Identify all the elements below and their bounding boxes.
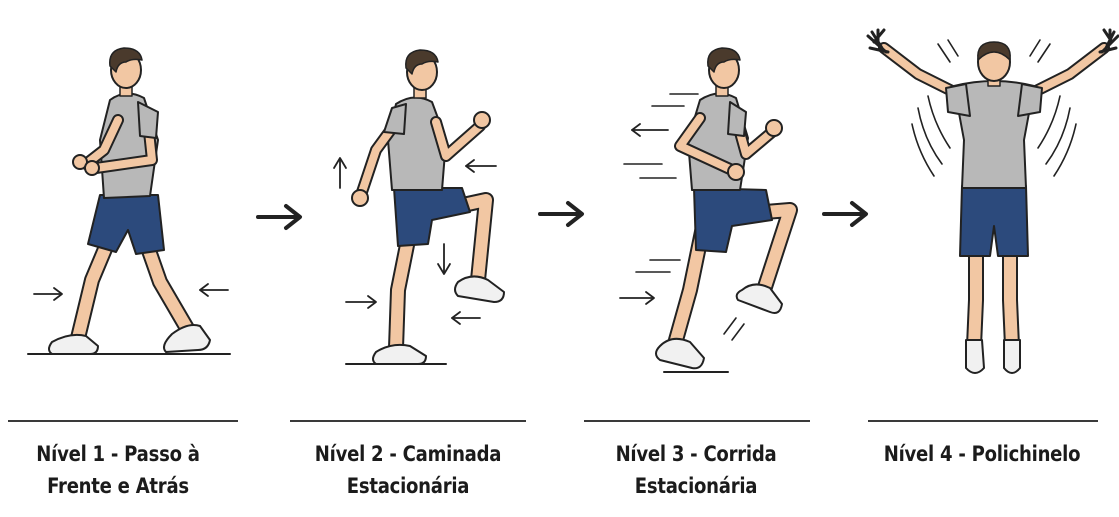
caption-level-3-line-1: Nível 3 - Corrida <box>584 438 808 470</box>
caption-level-4-line-1: Nível 4 - Polichinelo <box>870 438 1094 470</box>
caption-level-2-line-1: Nível 2 - Caminada <box>296 438 520 470</box>
arrow-left-icon <box>632 124 668 136</box>
arrow-left-icon <box>452 312 480 324</box>
figure-level-4-jumping-jack <box>868 30 1118 373</box>
caption-level-2: Nível 2 - Caminada Estacionária <box>296 438 520 502</box>
progression-arrow-icon <box>258 206 300 228</box>
progression-arrow-icon <box>540 203 582 225</box>
figure-level-2-marching <box>334 50 504 364</box>
figure-level-3-running <box>620 48 790 372</box>
arrow-left-icon <box>466 160 496 172</box>
caption-level-1-line-1: Nível 1 - Passo à <box>6 438 230 470</box>
arrow-right-icon <box>620 292 654 304</box>
caption-level-1-line-2: Frente e Atrás <box>6 470 230 502</box>
caption-level-3: Nível 3 - Corrida Estacionária <box>584 438 808 502</box>
arrow-right-icon <box>346 296 376 308</box>
caption-level-4: Nível 4 - Polichinelo <box>870 438 1094 470</box>
progression-arrow-icon <box>824 203 866 225</box>
caption-level-2-line-2: Estacionária <box>296 470 520 502</box>
divider-line <box>290 420 526 422</box>
divider-line <box>868 420 1098 422</box>
arrow-down-icon <box>438 244 450 274</box>
figure-level-1-walking <box>28 48 230 354</box>
caption-level-1: Nível 1 - Passo à Frente e Atrás <box>6 438 230 502</box>
divider-line <box>8 420 238 422</box>
caption-level-3-line-2: Estacionária <box>584 470 808 502</box>
arrow-right-icon <box>34 288 62 300</box>
arrow-up-icon <box>334 158 346 188</box>
arrow-left-icon <box>200 284 228 296</box>
divider-line <box>584 420 810 422</box>
